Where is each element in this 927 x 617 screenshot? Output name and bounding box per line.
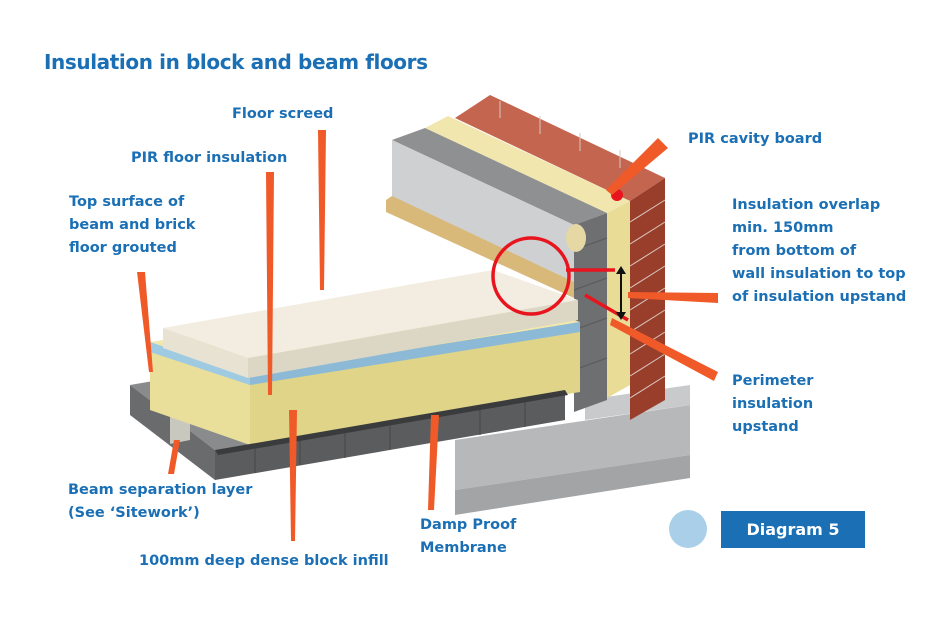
- leader-lines: [137, 130, 718, 541]
- label-floor-screed: Floor screed: [232, 106, 334, 122]
- label-top-surface: Top surface of beam and brick floor grou…: [69, 194, 196, 256]
- diagram-number-label: Diagram 5: [746, 520, 840, 539]
- leader-dpm: [428, 415, 439, 510]
- damp-proof-membrane: [215, 390, 568, 455]
- leader-pir-floor-insulation: [266, 172, 274, 395]
- leader-pir-cavity-board: [606, 138, 668, 195]
- diagram-title: Insulation in block and beam floors: [44, 50, 428, 74]
- leader-perimeter-upstand: [610, 318, 718, 381]
- label-pir-floor-insulation: PIR floor insulation: [131, 150, 288, 166]
- label-beam-separation: Beam separation layer (See ‘Sitework’): [68, 482, 253, 521]
- label-dense-block: 100mm deep dense block infill: [139, 553, 389, 569]
- skirting: [386, 196, 574, 298]
- leader-insulation-overlap: [628, 292, 718, 303]
- label-pir-cavity-board: PIR cavity board: [688, 131, 823, 147]
- inner-block-leaf: [392, 128, 608, 412]
- badge-dot: [669, 510, 707, 548]
- overlap-dimension-arrow: [616, 266, 626, 320]
- floor-slab: [150, 270, 580, 445]
- label-insulation-overlap: Insulation overlap min. 150mm from botto…: [732, 197, 907, 305]
- label-perimeter-upstand: Perimeter insulation upstand: [732, 373, 814, 435]
- leader-floor-screed: [318, 130, 326, 290]
- leader-top-surface: [137, 272, 153, 372]
- leader-dense-block: [289, 410, 297, 541]
- leader-beam-separation: [168, 440, 180, 474]
- perimeter-upstand-detail: [566, 224, 586, 252]
- label-damp-proof-membrane: Damp Proof Membrane: [420, 517, 517, 556]
- diagram-number-badge: Diagram 5: [721, 511, 865, 548]
- pir-cavity-board: [425, 116, 630, 398]
